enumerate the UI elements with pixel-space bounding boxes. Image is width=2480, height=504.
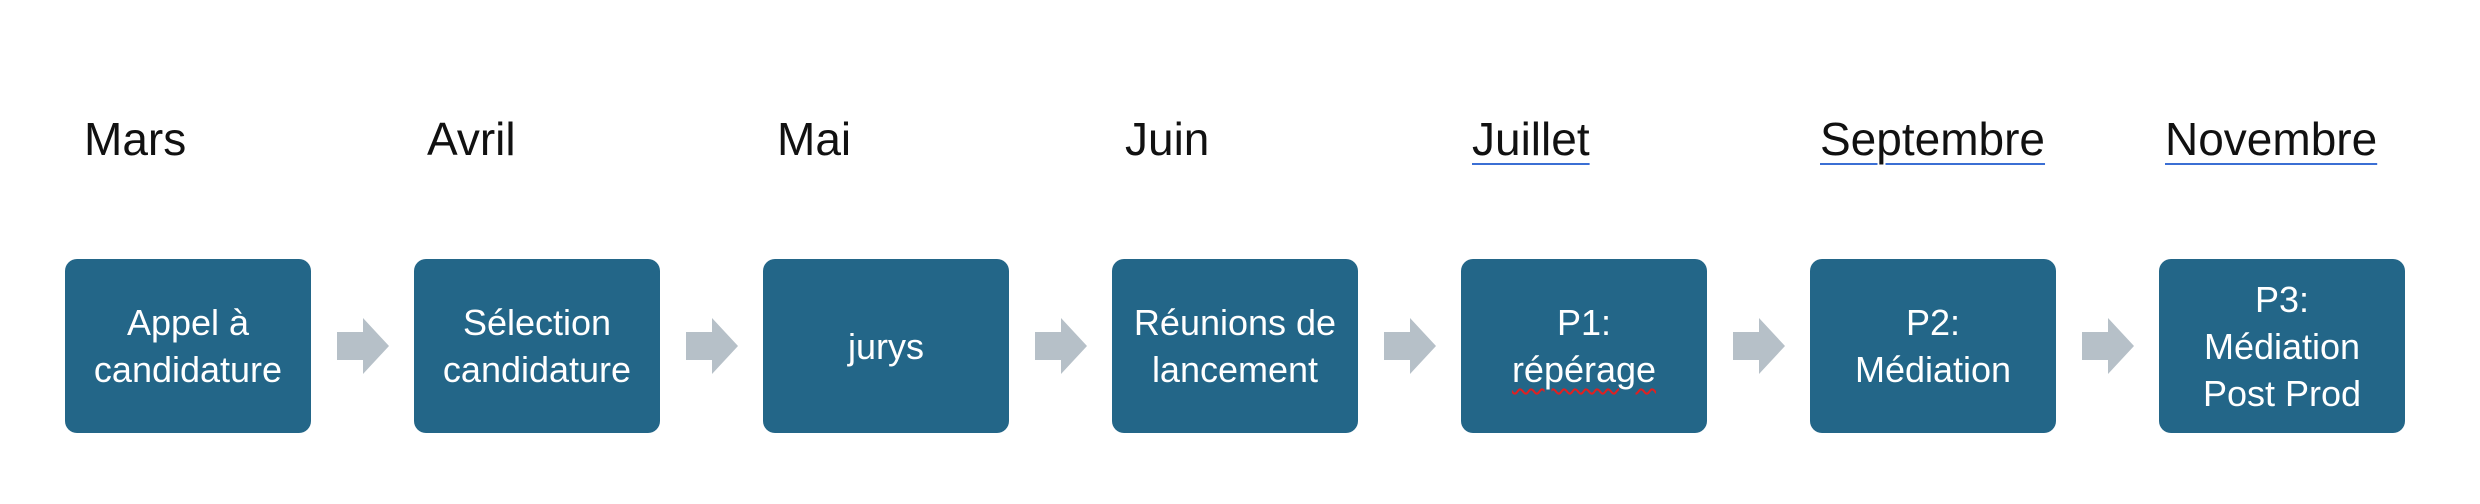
step-box-p3-mediation-post-prod: P3: Médiation Post Prod — [2159, 259, 2405, 433]
step-box-jurys: jurys — [763, 259, 1009, 433]
step-box-p2-mediation: P2: Médiation — [1810, 259, 2056, 433]
arrow-right-icon — [1733, 318, 1785, 374]
step-box-reunions-lancement: Réunions de lancement — [1112, 259, 1358, 433]
month-label-juillet: Juillet — [1472, 113, 1590, 165]
step-label: Sélection candidature — [442, 302, 632, 390]
month-label-mars: Mars — [84, 113, 187, 165]
month-label-septembre: Septembre — [1820, 113, 2046, 165]
step-label-line1: P1: — [1556, 302, 1612, 343]
arrow-right-icon — [337, 318, 389, 374]
step-box-selection-candidature: Sélection candidature — [414, 259, 660, 433]
step-label: jurys — [847, 325, 924, 367]
step-label: P1: répérage — [1512, 299, 1656, 393]
step-label-line2: répérage — [1511, 349, 1657, 390]
step-label: P2: Médiation — [1854, 302, 2012, 390]
arrow-right-icon — [2082, 318, 2134, 374]
step-label: Appel à candidature — [93, 302, 283, 390]
step-label: P3: Médiation Post Prod — [2202, 278, 2362, 414]
month-label-avril: Avril — [427, 113, 516, 165]
month-label-juin: Juin — [1125, 113, 1210, 165]
step-box-p1-reperage: P1: répérage — [1461, 259, 1707, 433]
step-label: Réunions de lancement — [1133, 302, 1337, 390]
step-box-appel-candidature: Appel à candidature — [65, 259, 311, 433]
month-label-mai: Mai — [777, 113, 852, 165]
arrow-right-icon — [1035, 318, 1087, 374]
arrow-right-icon — [1384, 318, 1436, 374]
arrow-right-icon — [686, 318, 738, 374]
month-label-novembre: Novembre — [2165, 113, 2378, 165]
